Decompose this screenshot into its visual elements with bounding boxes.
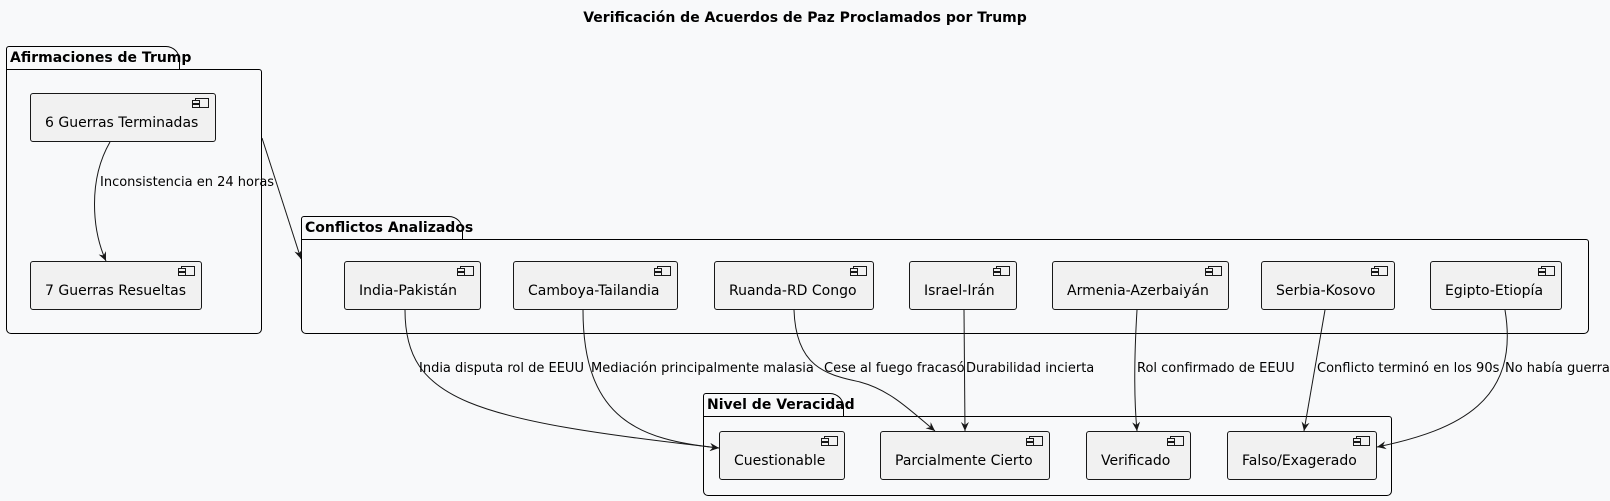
edge-label-serbia-false: Conflicto terminó en los 90s xyxy=(1317,361,1500,376)
edge-label-israel-partial: Durabilidad incierta xyxy=(966,361,1095,376)
component-icon xyxy=(1205,266,1222,276)
edge-label-armenia-verified: Rol confirmado de EEUU xyxy=(1137,361,1295,376)
package-tab-truth: Nivel de Veracidad xyxy=(703,393,855,417)
edge-egypt-false xyxy=(1376,309,1508,450)
component-label: Parcialmente Cierto xyxy=(895,453,1033,469)
component-label: 7 Guerras Resueltas xyxy=(45,283,187,299)
component-rwanda-drcongo[interactable]: Ruanda-RD Congo xyxy=(714,261,874,310)
edge-armenia-verified xyxy=(1132,309,1141,432)
component-questionable[interactable]: Cuestionable xyxy=(719,431,845,480)
edge-label-egypt-false: No había guerra xyxy=(1505,361,1610,376)
edge-israel-partial xyxy=(960,309,969,432)
edge-label-wars6-wars7: Inconsistencia en 24 horas xyxy=(100,175,275,190)
edge-rwanda-partial xyxy=(793,309,936,432)
package-truth xyxy=(703,416,1392,496)
component-egypt-ethiopia[interactable]: Egipto-Etiopía xyxy=(1430,261,1562,310)
edge-label-india-questionable: India disputa rol de EEUU xyxy=(419,361,584,376)
component-verified[interactable]: Verificado xyxy=(1086,431,1191,480)
component-6-wars-ended[interactable]: 6 Guerras Terminadas xyxy=(30,93,216,142)
component-icon xyxy=(1538,266,1555,276)
diagram-title: Verificación de Acuerdos de Paz Proclama… xyxy=(583,10,1027,26)
component-icon xyxy=(993,266,1010,276)
component-icon xyxy=(1371,266,1388,276)
component-icon xyxy=(1167,436,1184,446)
component-icon xyxy=(850,266,867,276)
component-icon xyxy=(654,266,671,276)
component-false-exaggerated[interactable]: Falso/Exagerado xyxy=(1227,431,1377,480)
package-tab-conflicts: Conflictos Analizados xyxy=(301,216,473,240)
component-icon xyxy=(1353,436,1370,446)
component-label: Israel-Irán xyxy=(924,283,995,299)
component-label: India-Pakistán xyxy=(359,283,458,299)
component-label: Cuestionable xyxy=(734,453,826,469)
component-israel-iran[interactable]: Israel-Irán xyxy=(909,261,1017,310)
component-label: Verificado xyxy=(1101,453,1171,469)
component-partially-true[interactable]: Parcialmente Cierto xyxy=(880,431,1050,480)
component-armenia-azerbaijan[interactable]: Armenia-Azerbaiyán xyxy=(1052,261,1229,310)
component-india-pakistan[interactable]: India-Pakistán xyxy=(344,261,481,310)
component-label: 6 Guerras Terminadas xyxy=(45,115,199,131)
component-label: Egipto-Etiopía xyxy=(1445,283,1544,299)
component-icon xyxy=(457,266,474,276)
edge-serbia-false xyxy=(1301,309,1326,432)
package-tab-claims: Afirmaciones de Trump xyxy=(6,46,191,70)
component-label: Armenia-Azerbaiyán xyxy=(1067,283,1209,299)
component-label: Falso/Exagerado xyxy=(1242,453,1357,469)
component-serbia-kosovo[interactable]: Serbia-Kosovo xyxy=(1261,261,1395,310)
component-label: Camboya-Tailandia xyxy=(528,283,660,299)
component-icon xyxy=(178,266,195,276)
component-cambodia-thailand[interactable]: Camboya-Tailandia xyxy=(513,261,678,310)
edge-wars6-wars7 xyxy=(94,141,111,262)
component-7-wars-resolved[interactable]: 7 Guerras Resueltas xyxy=(30,261,202,310)
package-conflicts xyxy=(301,239,1589,334)
edge-claims-conflicts xyxy=(261,137,303,260)
component-label: Ruanda-RD Congo xyxy=(729,283,857,299)
component-label: Serbia-Kosovo xyxy=(1276,283,1376,299)
component-icon xyxy=(1026,436,1043,446)
edge-india-questionable xyxy=(404,309,720,451)
component-icon xyxy=(192,98,209,108)
package-claims xyxy=(6,69,262,334)
component-icon xyxy=(821,436,838,446)
edge-label-cambodia-questionable: Mediación principalmente malasia xyxy=(591,361,814,376)
edge-cambodia-questionable xyxy=(582,309,720,452)
edge-label-rwanda-partial: Cese al fuego fracasó xyxy=(824,361,965,376)
